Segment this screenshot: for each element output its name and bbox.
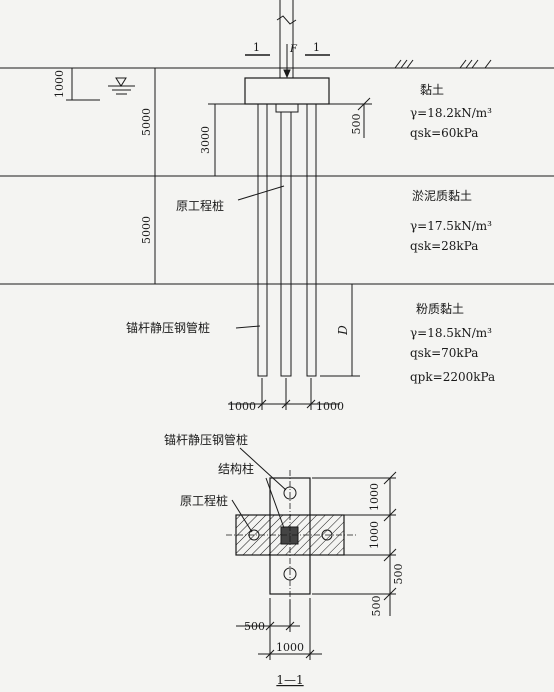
- stratum-3-gamma: γ=18.5kN/m³: [410, 326, 492, 340]
- plan-view: 锚杆静压钢管桩 结构柱 原工程桩 1000 1000 500 500: [164, 432, 405, 687]
- dim-layer2-5000: 5000: [140, 216, 153, 244]
- plan-dim-mid-1000: 1000: [368, 521, 381, 549]
- dim-bottom-right-1000: 1000: [316, 400, 344, 413]
- label-original-pile: 原工程桩: [176, 198, 224, 213]
- stratum-3: 粉质黏土 γ=18.5kN/m³ qsk=70kPa qpk=2200kPa: [410, 302, 495, 384]
- stratum-3-name: 粉质黏土: [416, 302, 464, 316]
- original-pile: [280, 111, 292, 377]
- dim-500: 500: [350, 114, 363, 135]
- pile-cap: [244, 77, 330, 105]
- stratum-2-qsk: qsk=28kPa: [410, 239, 478, 253]
- right-anchor-pile: [306, 103, 317, 377]
- label-anchor-pile: 锚杆静压钢管桩: [126, 320, 210, 335]
- dim-3000-lines: [208, 103, 250, 176]
- plan-dim-left-500: 500: [244, 620, 265, 633]
- dim-3000: 3000: [199, 126, 212, 154]
- dim-500-lines: [328, 97, 372, 138]
- plan-right-dims: [312, 471, 397, 616]
- water-table-icon: [108, 77, 135, 95]
- plan-label-column: 结构柱: [218, 461, 254, 476]
- section-mark-left: 1: [253, 41, 260, 54]
- plan-dim-right-500: 500: [392, 564, 405, 585]
- soil-profile: 1000 5000 5000 3000 F 1 1: [0, 0, 554, 413]
- pile-cap-inner: [275, 103, 299, 113]
- stratum-1-qsk: qsk=60kPa: [410, 126, 478, 140]
- stratum-1-gamma: γ=18.2kN/m³: [410, 106, 492, 120]
- plan-dim-bottom-500: 500: [370, 596, 383, 617]
- plan-leader-column: [265, 477, 285, 529]
- dim-D-lines: [320, 284, 360, 377]
- left-dimension-lines: [66, 67, 162, 285]
- dim-water-1000: 1000: [53, 70, 66, 98]
- plan-dim-top-1000: 1000: [368, 483, 381, 511]
- plan-label-original-pile: 原工程桩: [180, 493, 228, 508]
- stratum-2-gamma: γ=17.5kN/m³: [410, 219, 492, 233]
- plan-dim-width-1000: 1000: [276, 641, 304, 654]
- plan-structural-column: [280, 526, 299, 545]
- plan-leader-original-pile: [231, 499, 253, 533]
- plan-section-title: 1—1: [276, 673, 303, 687]
- stratum-3-qsk: qsk=70kPa: [410, 346, 478, 360]
- dim-bottom-left-1000: 1000: [228, 400, 256, 413]
- plan-label-anchor-pile: 锚杆静压钢管桩: [164, 432, 248, 447]
- ground-hatch: [394, 59, 492, 69]
- stratum-1: 黏土 γ=18.2kN/m³ qsk=60kPa: [410, 83, 492, 140]
- stratum-2-name: 淤泥质黏土: [412, 189, 472, 203]
- plan-bottom-dims: [236, 598, 322, 660]
- structural-column-elevation: [276, 0, 297, 78]
- stratum-1-name: 黏土: [420, 83, 444, 97]
- stratum-2: 淤泥质黏土 γ=17.5kN/m³ qsk=28kPa: [410, 189, 492, 253]
- left-anchor-pile: [257, 103, 268, 377]
- section-mark-right: 1: [313, 41, 320, 54]
- stratum-3-qpk: qpk=2200kPa: [410, 370, 495, 384]
- piles-elevation: [257, 103, 317, 377]
- plan-leader-anchor-pile: [239, 447, 287, 491]
- leader-anchor-pile: [235, 325, 261, 329]
- leader-original-pile: [237, 185, 285, 201]
- bottom-spacing-lines: [228, 378, 340, 410]
- load-label: F: [289, 44, 298, 55]
- dim-layer1-5000: 5000: [140, 108, 153, 136]
- dim-D: D: [336, 325, 350, 336]
- load-arrow-icon: [283, 44, 291, 79]
